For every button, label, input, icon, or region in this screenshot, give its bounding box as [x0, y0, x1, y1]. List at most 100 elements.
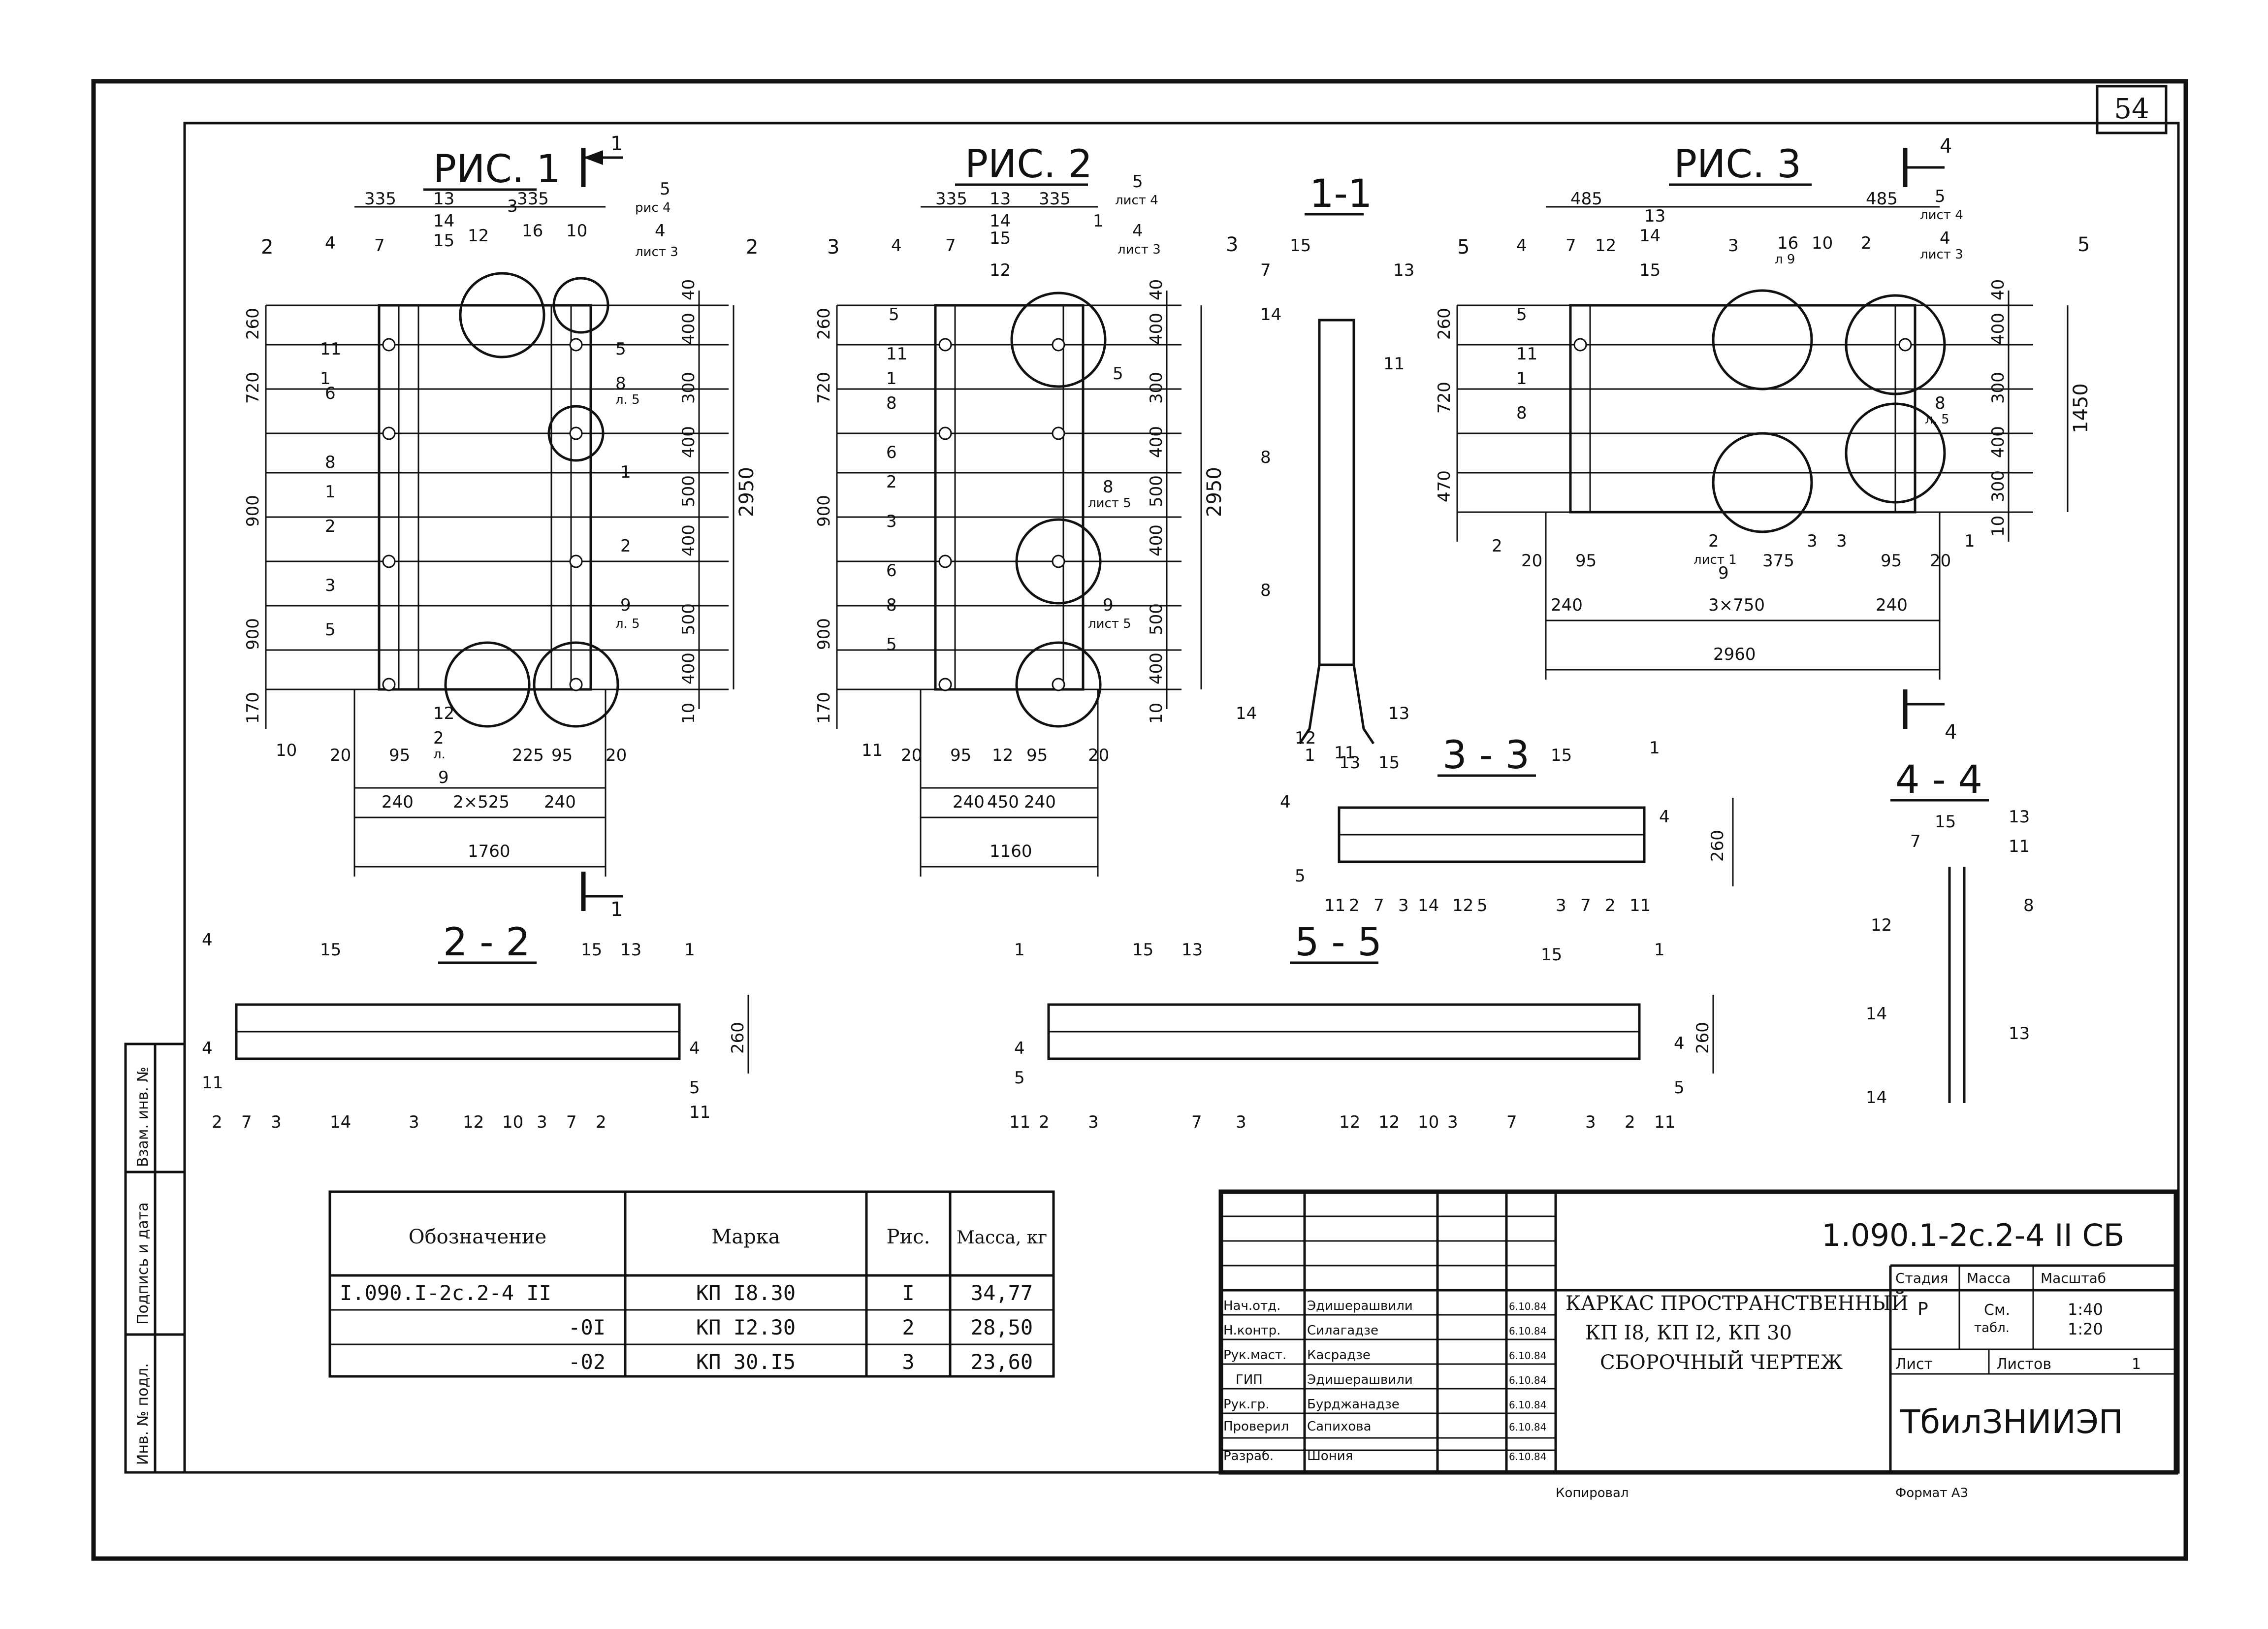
- svg-text:400: 400: [1147, 524, 1166, 556]
- svg-text:900: 900: [243, 618, 263, 650]
- person-name: Сапихова: [1307, 1419, 1372, 1434]
- svg-text:л.: л.: [433, 747, 446, 762]
- spec-cell: КП I8.30: [696, 1281, 796, 1305]
- svg-text:1: 1: [1093, 211, 1104, 231]
- svg-text:400: 400: [679, 313, 699, 345]
- section-2-2: 2 - 2 260 4 15 15 13 1 4 11 4 5 11 2 7 3…: [202, 920, 749, 1132]
- spec-header-designation: Обозначение: [409, 1226, 546, 1248]
- svg-text:рис 4: рис 4: [635, 200, 671, 215]
- fig2-horizontal-bars: [837, 304, 1182, 690]
- stamp-replace-inv: Взам. инв. №: [134, 1067, 152, 1167]
- person-role: Разраб.: [1223, 1449, 1274, 1464]
- fig3-title: РИС. 3: [1674, 142, 1801, 187]
- svg-text:400: 400: [1147, 313, 1166, 345]
- svg-text:335: 335: [364, 189, 396, 209]
- svg-text:15: 15: [1541, 945, 1562, 965]
- svg-text:3: 3: [1585, 1112, 1596, 1132]
- fig1-cage-outline: [378, 304, 592, 691]
- svg-text:15: 15: [1935, 812, 1956, 832]
- svg-text:13: 13: [1339, 753, 1360, 773]
- svg-text:4: 4: [1280, 792, 1291, 812]
- svg-text:12: 12: [990, 261, 1011, 280]
- svg-text:13: 13: [1644, 206, 1665, 226]
- svg-text:400: 400: [679, 426, 699, 458]
- svg-text:1: 1: [1649, 738, 1660, 758]
- svg-text:5: 5: [1935, 187, 1946, 206]
- svg-text:5: 5: [1132, 172, 1143, 192]
- svg-text:8: 8: [325, 453, 336, 472]
- person-role: Рук.гр.: [1223, 1397, 1269, 1412]
- svg-text:12: 12: [1595, 236, 1616, 256]
- svg-text:4: 4: [1516, 236, 1527, 256]
- svg-text:11: 11: [1383, 354, 1405, 374]
- svg-text:95: 95: [950, 746, 971, 765]
- svg-text:11: 11: [2009, 837, 2030, 856]
- svg-text:8: 8: [1260, 448, 1271, 467]
- svg-text:95: 95: [389, 746, 410, 765]
- svg-text:лист 3: лист 3: [635, 245, 678, 260]
- svg-text:л. 5: л. 5: [615, 617, 640, 631]
- svg-text:14: 14: [1236, 704, 1257, 723]
- svg-text:9: 9: [1103, 595, 1114, 615]
- svg-text:8: 8: [615, 374, 626, 393]
- svg-text:720: 720: [243, 372, 263, 404]
- svg-text:1: 1: [620, 462, 631, 482]
- svg-text:л. 5: л. 5: [1925, 412, 1949, 427]
- svg-text:1: 1: [320, 369, 331, 389]
- svg-text:240: 240: [1876, 595, 1908, 615]
- svg-text:500: 500: [679, 603, 699, 635]
- person-role: Нач.отд.: [1223, 1299, 1280, 1313]
- svg-text:95: 95: [1881, 551, 1902, 571]
- svg-text:лист 5: лист 5: [1088, 617, 1131, 631]
- svg-text:40: 40: [1147, 279, 1166, 300]
- svg-text:7: 7: [241, 1112, 252, 1132]
- svg-text:3: 3: [1728, 236, 1739, 256]
- svg-text:375: 375: [1762, 551, 1794, 571]
- sheets-count: 1: [2132, 1356, 2141, 1373]
- person-date: 6.10.84: [1509, 1421, 1546, 1433]
- person-date: 6.10.84: [1509, 1451, 1546, 1463]
- svg-text:3: 3: [271, 1112, 282, 1132]
- person-date: 6.10.84: [1509, 1374, 1546, 1386]
- spec-header-mass: Масса, кг: [957, 1228, 1047, 1248]
- section-3-3: 3 - 3 260 1 13 15 15 1 4 4 5 11 2 7 3 14…: [1280, 733, 1734, 915]
- svg-text:260: 260: [728, 1022, 748, 1054]
- sheet-number-box: [2096, 85, 2168, 134]
- svg-text:5: 5: [1113, 364, 1123, 384]
- spec-cell: 2: [902, 1315, 914, 1339]
- s11-title: 1-1: [1310, 172, 1372, 216]
- spec-header-mark: Марка: [711, 1226, 780, 1248]
- svg-text:7: 7: [1565, 236, 1576, 256]
- svg-text:12: 12: [433, 704, 454, 723]
- section-5-5: 5 - 5 260 1 15 13 15 1 4 4 5 5 11 2 3 7 …: [1009, 920, 1714, 1132]
- svg-text:4 - 4: 4 - 4: [1895, 758, 1982, 802]
- svg-text:6: 6: [325, 384, 336, 403]
- svg-text:8: 8: [1260, 581, 1271, 600]
- svg-text:95: 95: [1575, 551, 1597, 571]
- doc-name-line1: КАРКАС ПРОСТРАНСТВЕННЫЙ: [1565, 1291, 1909, 1315]
- svg-text:л. 5: л. 5: [615, 392, 640, 407]
- svg-text:10: 10: [1147, 703, 1166, 724]
- svg-text:95: 95: [1026, 746, 1048, 765]
- person-name: Бурджанадзе: [1307, 1397, 1400, 1412]
- svg-text:720: 720: [814, 372, 834, 404]
- svg-text:4: 4: [891, 236, 902, 256]
- svg-text:2: 2: [1861, 233, 1872, 253]
- svg-text:5: 5: [689, 1078, 700, 1098]
- stage-header: Стадия: [1895, 1270, 1948, 1286]
- fig1-dimension-lines: [265, 206, 735, 877]
- person-role: Рук.маст.: [1223, 1348, 1286, 1363]
- fig1-detail-circle: [547, 405, 605, 462]
- svg-text:3: 3: [1226, 233, 1238, 256]
- svg-text:14: 14: [1866, 1088, 1887, 1108]
- person-date: 6.10.84: [1509, 1399, 1546, 1411]
- svg-text:170: 170: [814, 692, 834, 724]
- svg-text:3: 3: [325, 576, 336, 595]
- svg-text:11: 11: [1334, 743, 1355, 763]
- svg-text:2: 2: [1039, 1112, 1050, 1132]
- svg-text:2: 2: [1349, 896, 1360, 915]
- svg-text:95: 95: [551, 746, 573, 765]
- svg-text:4: 4: [202, 1039, 213, 1058]
- svg-text:5: 5: [886, 635, 897, 654]
- svg-text:2: 2: [261, 236, 273, 259]
